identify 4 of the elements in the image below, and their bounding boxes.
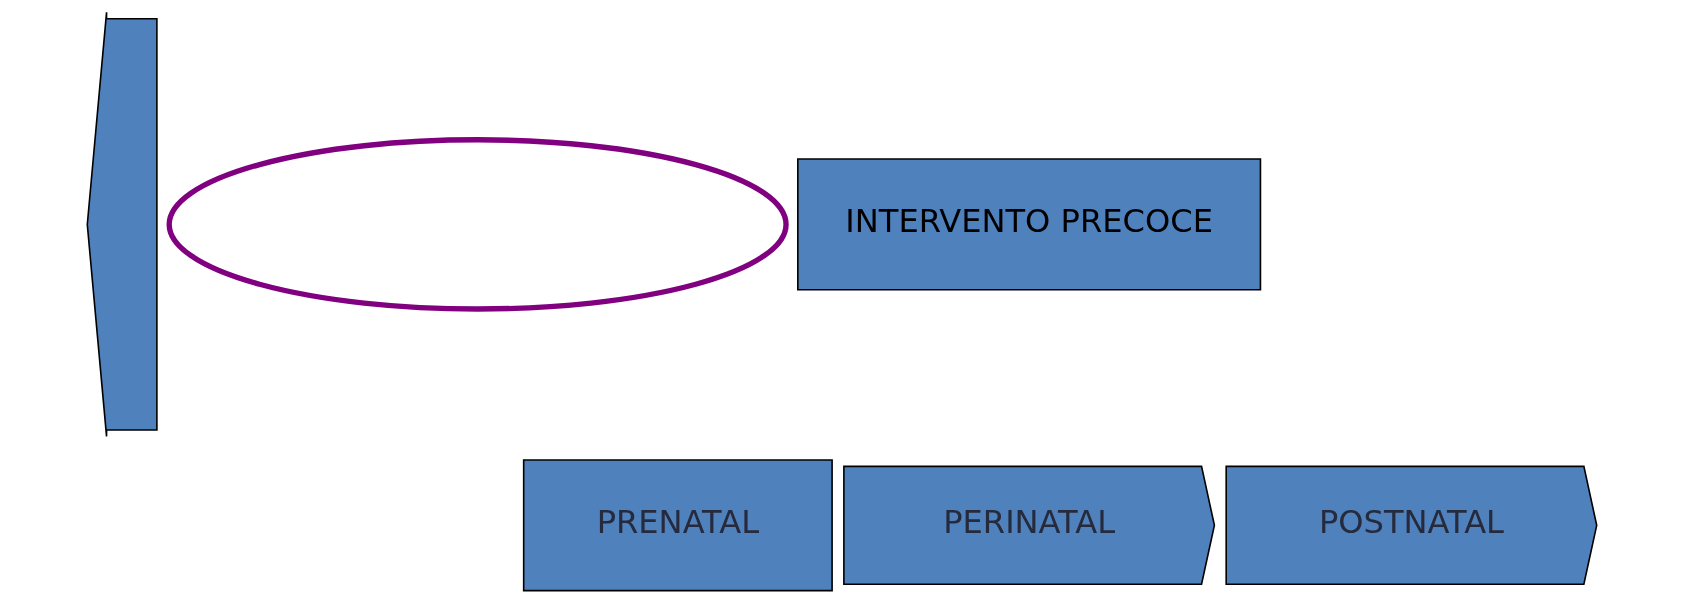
node-ellipse bbox=[166, 137, 789, 312]
node-box: PRENATAL bbox=[522, 459, 833, 592]
node-arrow bbox=[86, 11, 158, 438]
node-box: INTERVENTO PRECOCE bbox=[797, 158, 1262, 291]
